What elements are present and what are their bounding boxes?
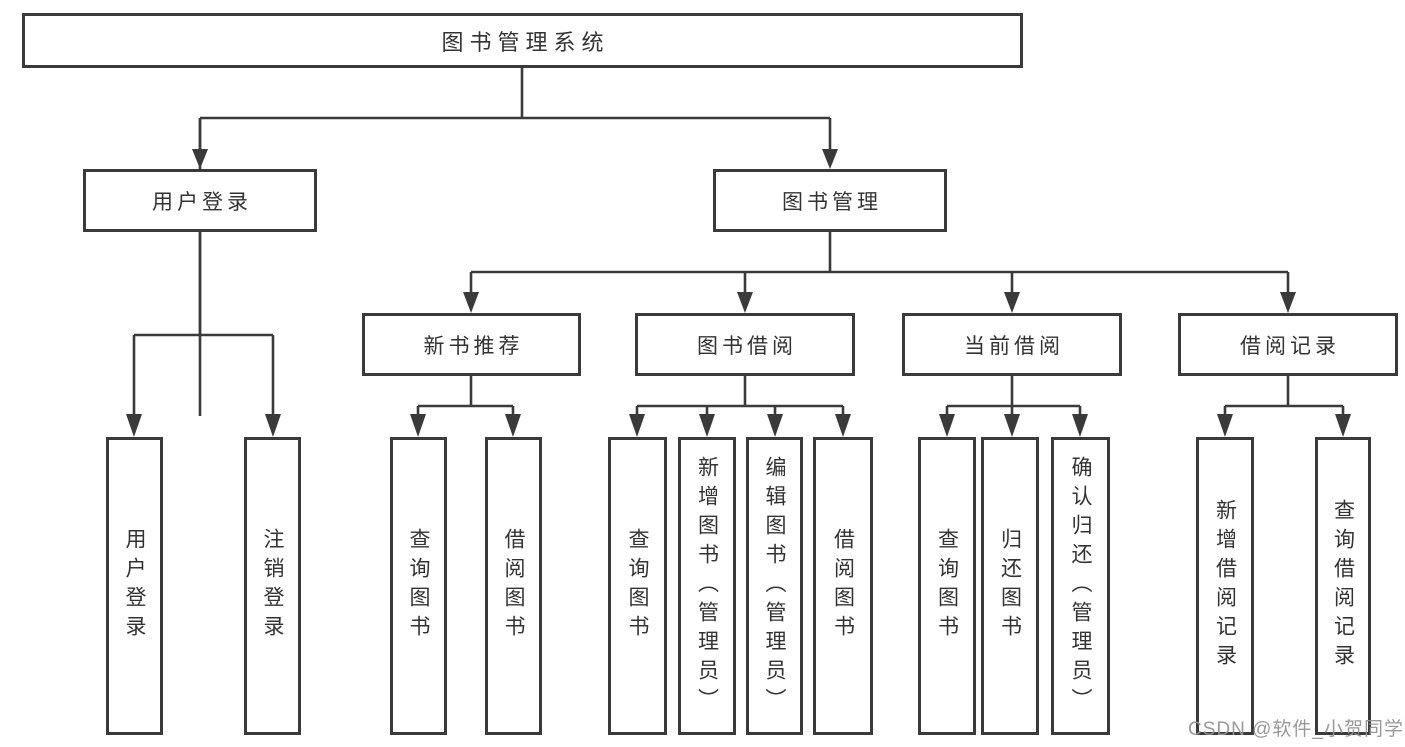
leaf-return-books: 归还图书 bbox=[981, 437, 1039, 735]
node-label: 新书推荐 bbox=[423, 334, 524, 358]
arrowhead bbox=[505, 414, 521, 437]
arrowhead bbox=[1335, 414, 1351, 437]
arrowhead bbox=[410, 414, 426, 437]
arrowhead bbox=[126, 414, 142, 437]
leaf-add-book-admin: 新增图书（管理员） bbox=[678, 437, 736, 735]
leaf-label: 借阅图书 bbox=[831, 528, 855, 644]
node-user-login: 用户登录 bbox=[83, 169, 317, 232]
leaf-user-login: 用户登录 bbox=[106, 437, 163, 735]
leaf-label: 查询图书 bbox=[626, 528, 649, 644]
node-label: 图书管理 bbox=[782, 190, 882, 214]
leaf-query-borrow-record: 查询借阅记录 bbox=[1315, 437, 1371, 735]
arrowhead bbox=[1072, 414, 1088, 437]
leaf-confirm-return-admin: 确认归还（管理员） bbox=[1051, 437, 1110, 735]
arrowhead bbox=[737, 292, 753, 313]
leaf-label: 注销登录 bbox=[261, 528, 284, 644]
connector-current-to-leaves bbox=[945, 376, 1082, 416]
leaf-add-borrow-record: 新增借阅记录 bbox=[1196, 437, 1254, 735]
leaf-query-books-current: 查询图书 bbox=[918, 437, 976, 735]
leaf-label: 借阅图书 bbox=[502, 528, 525, 644]
arrowhead bbox=[1004, 292, 1020, 313]
node-new-book-recommendation: 新书推荐 bbox=[362, 313, 581, 376]
arrowhead bbox=[699, 414, 715, 437]
leaf-label: 查询图书 bbox=[935, 528, 959, 644]
leaf-borrow-books-newrec: 借阅图书 bbox=[485, 437, 542, 735]
leaf-label: 新增图书（管理员） bbox=[695, 455, 719, 717]
connector-borrow-to-leaves bbox=[635, 376, 845, 416]
node-label: 用户登录 bbox=[152, 190, 252, 214]
node-current-borrowing: 当前借阅 bbox=[902, 313, 1122, 376]
arrowhead bbox=[1217, 414, 1233, 437]
leaf-query-books-borrow: 查询图书 bbox=[608, 437, 667, 735]
arrowhead bbox=[463, 292, 479, 313]
arrowhead bbox=[939, 414, 955, 437]
csdn-watermark: CSDN @软件_小贺同学 bbox=[1188, 719, 1404, 740]
arrowhead bbox=[822, 149, 838, 169]
connector-login-to-leaves bbox=[132, 232, 275, 416]
arrowhead bbox=[629, 414, 645, 437]
node-label: 借阅记录 bbox=[1240, 334, 1340, 358]
arrowhead bbox=[767, 414, 783, 437]
arrowhead bbox=[835, 414, 851, 437]
node-book-management: 图书管理 bbox=[713, 169, 947, 232]
leaf-label: 用户登录 bbox=[123, 528, 146, 644]
arrowhead bbox=[192, 149, 208, 169]
node-borrowing-records: 借阅记录 bbox=[1178, 313, 1398, 376]
leaf-logout: 注销登录 bbox=[244, 437, 301, 735]
leaf-label: 确认归还（管理员） bbox=[1069, 455, 1092, 717]
leaf-edit-book-admin: 编辑图书（管理员） bbox=[746, 437, 803, 735]
node-library-management-system: 图书管理系统 bbox=[22, 13, 1023, 68]
connector-newrec-to-leaves bbox=[416, 376, 515, 416]
arrowhead bbox=[265, 414, 281, 437]
connector-bookmgmt-to-level3 bbox=[469, 232, 1290, 294]
node-label: 当前借阅 bbox=[964, 334, 1064, 358]
node-label: 图书借阅 bbox=[697, 334, 797, 358]
node-book-borrowing: 图书借阅 bbox=[635, 313, 855, 376]
arrowhead bbox=[1280, 292, 1296, 313]
arrowhead bbox=[1004, 414, 1020, 437]
leaf-borrow-books: 借阅图书 bbox=[813, 437, 873, 735]
leaf-label: 新增借阅记录 bbox=[1213, 499, 1237, 673]
leaf-label: 查询图书 bbox=[407, 528, 430, 644]
leaf-label: 编辑图书（管理员） bbox=[763, 455, 786, 717]
leaf-label: 查询借阅记录 bbox=[1331, 499, 1355, 673]
node-label: 图书管理系统 bbox=[441, 29, 610, 55]
leaf-label: 归还图书 bbox=[998, 528, 1022, 644]
connector-records-to-leaves bbox=[1223, 376, 1345, 416]
leaf-query-books-newrec: 查询图书 bbox=[390, 437, 447, 735]
